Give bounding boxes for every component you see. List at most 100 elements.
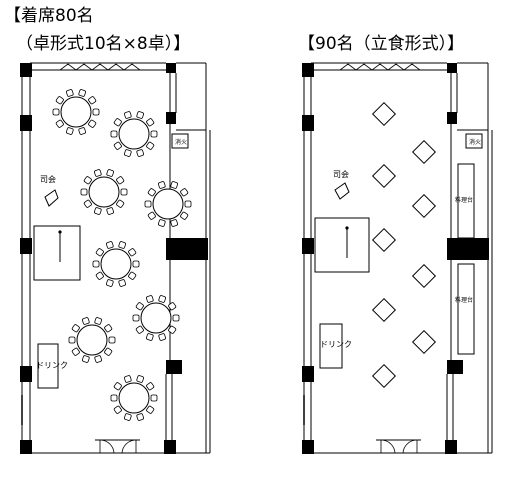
chair xyxy=(170,219,178,227)
chair xyxy=(92,108,100,116)
food-table-label-1: 料理台 xyxy=(455,196,473,204)
round-table-top xyxy=(60,96,92,128)
chair xyxy=(108,336,116,344)
left-host-label: 司会 xyxy=(40,174,56,184)
chair xyxy=(66,89,74,97)
chair xyxy=(146,295,154,303)
chair xyxy=(144,200,152,208)
chair xyxy=(132,314,140,322)
chair xyxy=(136,111,144,119)
chair xyxy=(104,347,113,356)
standing-table xyxy=(371,163,397,189)
chair xyxy=(124,149,132,157)
chair xyxy=(146,405,155,414)
round-table-top xyxy=(152,188,184,220)
chair xyxy=(146,382,155,391)
chair xyxy=(158,295,166,303)
chair xyxy=(94,317,102,325)
round-table xyxy=(132,295,180,341)
chair xyxy=(82,355,90,363)
right-plan-outer-wall xyxy=(302,63,492,454)
round-table-top xyxy=(140,302,172,334)
right-plan-top-wall xyxy=(311,62,447,71)
chair xyxy=(113,118,122,127)
chair xyxy=(88,96,97,105)
chair xyxy=(118,241,126,249)
left-extinguisher-label: 消火 xyxy=(175,138,187,146)
standing-tables xyxy=(371,101,437,389)
chair xyxy=(124,413,132,421)
chair xyxy=(92,260,100,268)
chair xyxy=(80,188,88,196)
standing-table xyxy=(411,193,437,219)
chair xyxy=(136,149,144,157)
chair xyxy=(88,119,97,128)
chair xyxy=(104,324,113,333)
right-floor-plan: 消火 司会 ドリンク 料理台 料理台 xyxy=(302,62,493,454)
left-plan-host: 司会 xyxy=(40,174,59,207)
chair xyxy=(55,119,64,128)
chair xyxy=(124,111,132,119)
standing-table xyxy=(371,363,397,389)
round-table-top xyxy=(118,382,150,414)
chair xyxy=(147,188,156,197)
chair xyxy=(110,130,118,138)
right-plan-host: 司会 xyxy=(333,169,350,200)
standing-table xyxy=(371,227,397,253)
chair xyxy=(95,271,104,280)
chair xyxy=(116,199,125,208)
chair xyxy=(150,394,158,402)
round-table xyxy=(52,89,100,135)
right-plan-food-table-2: 料理台 xyxy=(455,263,475,355)
chair xyxy=(78,127,86,135)
chair xyxy=(116,176,125,185)
round-table-top xyxy=(118,118,150,150)
chair xyxy=(118,279,126,287)
chair xyxy=(135,302,144,311)
right-plan-title: 【90名（立食形式）】 xyxy=(298,34,465,54)
standing-table xyxy=(411,329,437,355)
chair xyxy=(158,181,166,189)
round-table-top xyxy=(76,324,108,356)
chair xyxy=(68,336,76,344)
chair xyxy=(113,382,122,391)
chair xyxy=(136,413,144,421)
round-table xyxy=(110,111,158,157)
left-plan-right-wall xyxy=(164,62,211,454)
left-floor-plan: 消火 司会 ドリンク xyxy=(20,62,211,454)
chair xyxy=(94,169,102,177)
chair xyxy=(71,347,80,356)
chair xyxy=(172,314,180,322)
chair xyxy=(180,211,189,220)
round-table xyxy=(68,317,116,363)
standing-table xyxy=(371,297,397,323)
left-drink-label: ドリンク xyxy=(36,361,68,370)
right-extinguisher-label: 消火 xyxy=(469,138,481,146)
left-plan-extinguisher: 消火 xyxy=(171,133,189,149)
chair xyxy=(52,108,60,116)
chair xyxy=(78,89,86,97)
chair xyxy=(120,188,128,196)
right-plan-drink-table: ドリンク xyxy=(319,323,352,369)
chair xyxy=(55,96,64,105)
left-plan-outer-wall xyxy=(20,63,210,454)
right-host-label: 司会 xyxy=(333,169,349,179)
round-table xyxy=(92,241,140,287)
chair xyxy=(124,375,132,383)
chair xyxy=(146,141,155,150)
chair xyxy=(168,325,177,334)
chair xyxy=(168,302,177,311)
chair xyxy=(158,219,166,227)
chair xyxy=(106,169,114,177)
right-plan-entrance-door xyxy=(376,439,421,454)
round-table xyxy=(144,181,192,227)
left-plan-entrance-door xyxy=(95,439,140,454)
chair xyxy=(110,394,118,402)
chair xyxy=(71,324,80,333)
left-plan-top-wall xyxy=(30,62,166,71)
chair xyxy=(94,207,102,215)
chair xyxy=(82,317,90,325)
food-table-label-2: 料理台 xyxy=(455,296,473,304)
chair xyxy=(83,199,92,208)
